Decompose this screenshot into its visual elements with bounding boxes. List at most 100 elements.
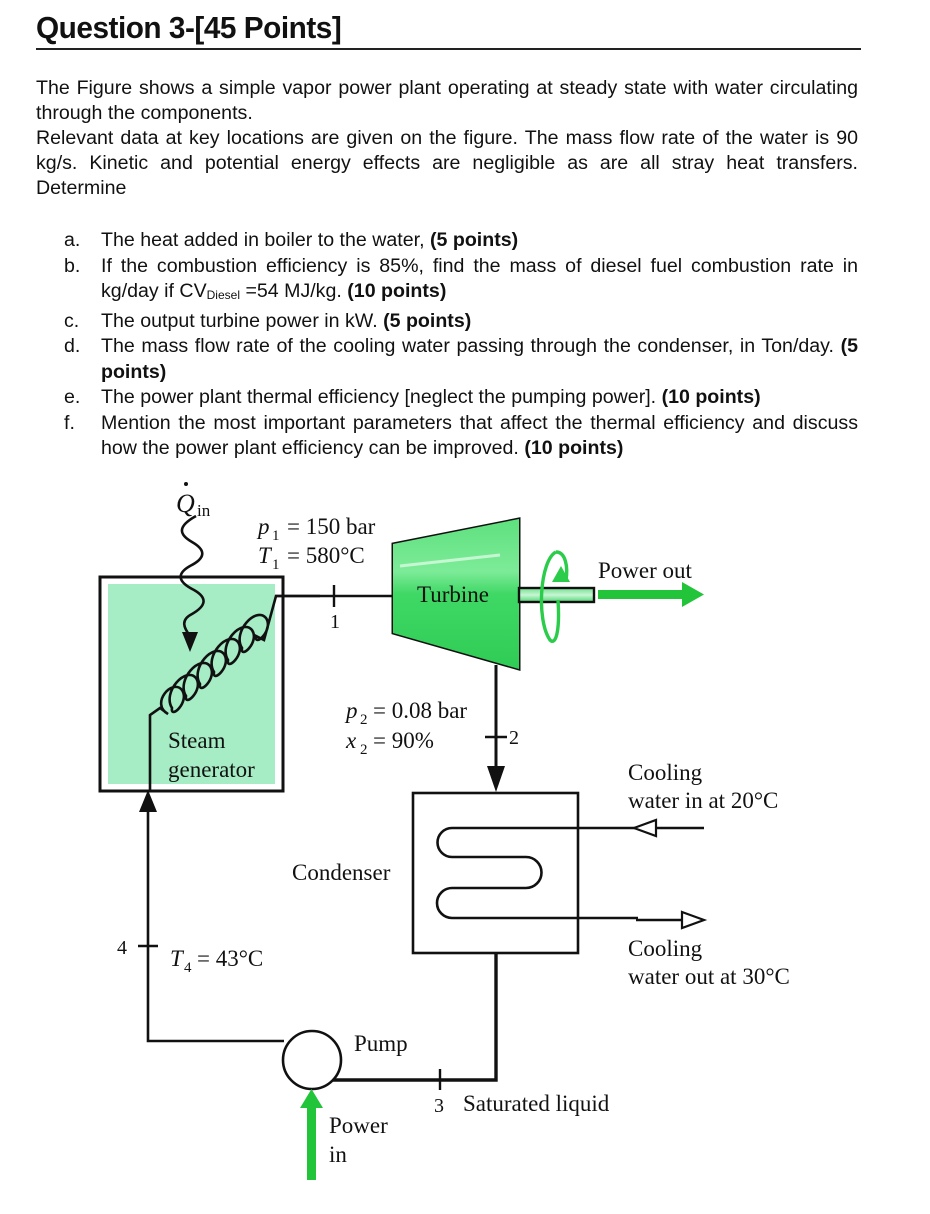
condenser: Condenser (292, 791, 638, 955)
heat-input: Q in (176, 482, 211, 652)
power-in-shaft (307, 1105, 316, 1180)
task-marker: f. (64, 411, 75, 434)
state-4-label: 4 (117, 937, 127, 959)
intro-paragraph-1: The Figure shows a simple vapor power pl… (36, 77, 858, 124)
task-points: (10 points) (347, 280, 447, 302)
x2-var: x (345, 728, 357, 753)
t1-value: = 580°C (287, 543, 365, 568)
p1-sub: 1 (272, 528, 280, 544)
condenser-label: Condenser (292, 860, 391, 885)
task-marker: c. (64, 309, 80, 332)
power-out-shaft (598, 590, 684, 599)
steam-generator-fill (108, 584, 275, 784)
vapor-power-plant-diagram: Q in p 1 = 150 bar T 1 = 580°C 1 Turbine… (98, 482, 790, 1180)
task-item-f: f. Mention the most important parameters… (64, 411, 858, 462)
cooling-out-arrow-icon (680, 910, 708, 930)
t4-sub: 4 (184, 960, 192, 976)
cooling-in-label-1: Cooling (628, 760, 703, 785)
intro-paragraph-2: Relevant data at key locations are given… (36, 127, 858, 199)
flow-arrow-down-icon (487, 766, 505, 792)
pump-icon (281, 1029, 343, 1091)
power-out-arrow-icon (682, 582, 704, 607)
heat-symbol: Q (176, 489, 195, 518)
task-text: The heat added in boiler to the water, (101, 229, 425, 251)
heat-wave-icon (179, 514, 205, 637)
turbine-shaft (517, 550, 596, 643)
problem-statement: The Figure shows a simple vapor power pl… (36, 76, 858, 201)
x2-value: = 90% (373, 728, 434, 753)
question-title: Question 3-[45 Points] (36, 10, 342, 45)
p2-var: p (344, 698, 358, 723)
pipe-state-4 (146, 808, 284, 1043)
pump: Pump (281, 1029, 408, 1091)
cooling-out-label-1: Cooling (628, 936, 703, 961)
turbine: Turbine (391, 517, 521, 671)
power-in-label-1: Power (329, 1113, 388, 1138)
task-text: The power plant thermal efficiency [negl… (101, 386, 657, 408)
condenser-coil-icon (435, 826, 638, 920)
task-points: (10 points) (661, 386, 761, 408)
task-item-b: b. If the combustion efficiency is 85%, … (64, 254, 858, 309)
flow-arrow-up-icon (139, 790, 157, 812)
power-in-label-2: in (329, 1142, 347, 1167)
rotation-arrow-icon (539, 550, 561, 643)
p2-value: = 0.08 bar (373, 698, 467, 723)
cooling-in-arrow-icon (630, 818, 658, 838)
task-text: If the combustion efficiency is 85%, fin… (101, 254, 858, 303)
steam-generator (98, 575, 320, 793)
heat-arrowhead-icon (182, 632, 198, 652)
rotation-arrowhead-icon (552, 566, 570, 582)
power-in: Power in (300, 1089, 388, 1180)
cooling-in-label-2: water in at 20°C (628, 788, 778, 813)
task-text: Mention the most important parameters th… (101, 411, 858, 460)
task-item-e: e. The power plant thermal efficiency [n… (64, 385, 858, 411)
heat-subscript: in (197, 501, 211, 520)
shaft (517, 586, 596, 604)
task-subscript: Diesel (206, 288, 240, 302)
pipe-state-3 (320, 953, 498, 1082)
boiler-coil-icon (148, 594, 320, 790)
power-out: Power out (598, 558, 704, 607)
task-list: a. The heat added in boiler to the water… (64, 228, 858, 462)
turbine-highlight (399, 553, 501, 568)
condenser-outline (411, 791, 580, 955)
cooling-out-label-2: water out at 30°C (628, 964, 790, 989)
cooling-water-in: Cooling water in at 20°C (628, 760, 778, 838)
task-item-c: c. The output turbine power in kW. (5 po… (64, 309, 858, 335)
t1-sub: 1 (272, 557, 280, 573)
title-underline (36, 48, 861, 50)
steam-generator-label-2: generator (168, 757, 255, 782)
task-marker: a. (64, 229, 81, 251)
t4-var: T (170, 946, 185, 971)
p2-sub: 2 (360, 712, 368, 728)
task-points: (5 points) (429, 229, 519, 251)
state-2-label: 2 (509, 727, 519, 749)
p1-var: p (256, 514, 270, 539)
state-1-conditions: p 1 = 150 bar T 1 = 580°C (256, 514, 376, 573)
task-points: (5 points) (383, 309, 472, 332)
cooling-water-out: Cooling water out at 30°C (628, 910, 790, 989)
x2-sub: 2 (360, 742, 368, 758)
t4-value: = 43°C (197, 946, 263, 971)
state-2-conditions: p 2 = 0.08 bar x 2 = 90% (344, 698, 467, 758)
task-points: (10 points) (524, 437, 624, 459)
state-3-description: Saturated liquid (463, 1091, 610, 1116)
task-text-after: =54 MJ/kg. (240, 280, 342, 302)
task-points: (5 points) (101, 335, 858, 383)
pump-label: Pump (354, 1031, 408, 1056)
p1-value: = 150 bar (287, 514, 376, 539)
task-item-d: d. The mass flow rate of the cooling wat… (64, 334, 858, 385)
turbine-label: Turbine (417, 582, 489, 607)
task-marker: d. (64, 335, 81, 357)
state-4-conditions: T 4 = 43°C (170, 946, 263, 976)
task-text: The mass flow rate of the cooling water … (101, 335, 834, 357)
steam-generator-label-1: Steam (168, 728, 226, 753)
state-1-label: 1 (330, 611, 340, 633)
task-text: The output turbine power in kW. (101, 309, 378, 332)
task-item-a: a. The heat added in boiler to the water… (64, 228, 858, 254)
dot-accent-icon (184, 482, 188, 486)
t1-var: T (258, 543, 273, 568)
power-out-label: Power out (598, 558, 693, 583)
task-marker: b. (64, 254, 81, 277)
task-marker: e. (64, 386, 81, 408)
